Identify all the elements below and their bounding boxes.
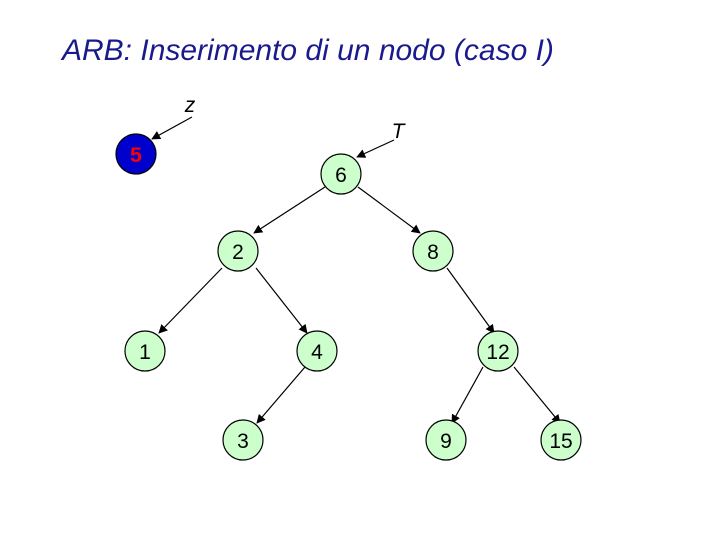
edge-6-8 [357,186,421,234]
tree-node-12: 12 [477,330,519,372]
tree-node-9: 9 [425,419,467,461]
tree-node-6: 6 [320,153,362,195]
tree-node-4: 4 [296,330,338,372]
node-label-3: 3 [237,430,249,453]
node-label-4: 4 [311,341,323,364]
edge-2-4 [255,267,308,334]
node-label-2: 2 [232,241,244,264]
new-node-label: 5 [130,144,142,167]
edge-4-3 [256,366,306,424]
tree-node-1: 1 [124,330,166,372]
node-label-12: 12 [486,341,509,364]
edge-12-15 [513,366,561,424]
node-label-9: 9 [440,430,452,453]
edge-6-2 [253,186,326,234]
edge-12-9 [451,366,484,424]
new-node-5: 5 [115,133,157,175]
tree-node-8: 8 [412,230,454,272]
node-label-8: 8 [427,241,439,264]
node-label-1: 1 [139,341,151,364]
tree-node-2: 2 [217,230,259,272]
z-pointer-label: z [184,94,196,117]
edge-8-12 [446,267,495,334]
z-pointer-arrow [151,116,193,140]
tree-node-3: 3 [222,419,264,461]
slide-title: ARB: Inserimento di un nodo (caso I) [62,34,554,67]
t-pointer-arrow [356,139,395,158]
t-pointer-label: T [392,120,407,143]
node-label-6: 6 [335,164,347,187]
tree-node-15: 15 [540,419,582,461]
edge-2-1 [158,267,223,334]
node-label-15: 15 [549,430,572,453]
